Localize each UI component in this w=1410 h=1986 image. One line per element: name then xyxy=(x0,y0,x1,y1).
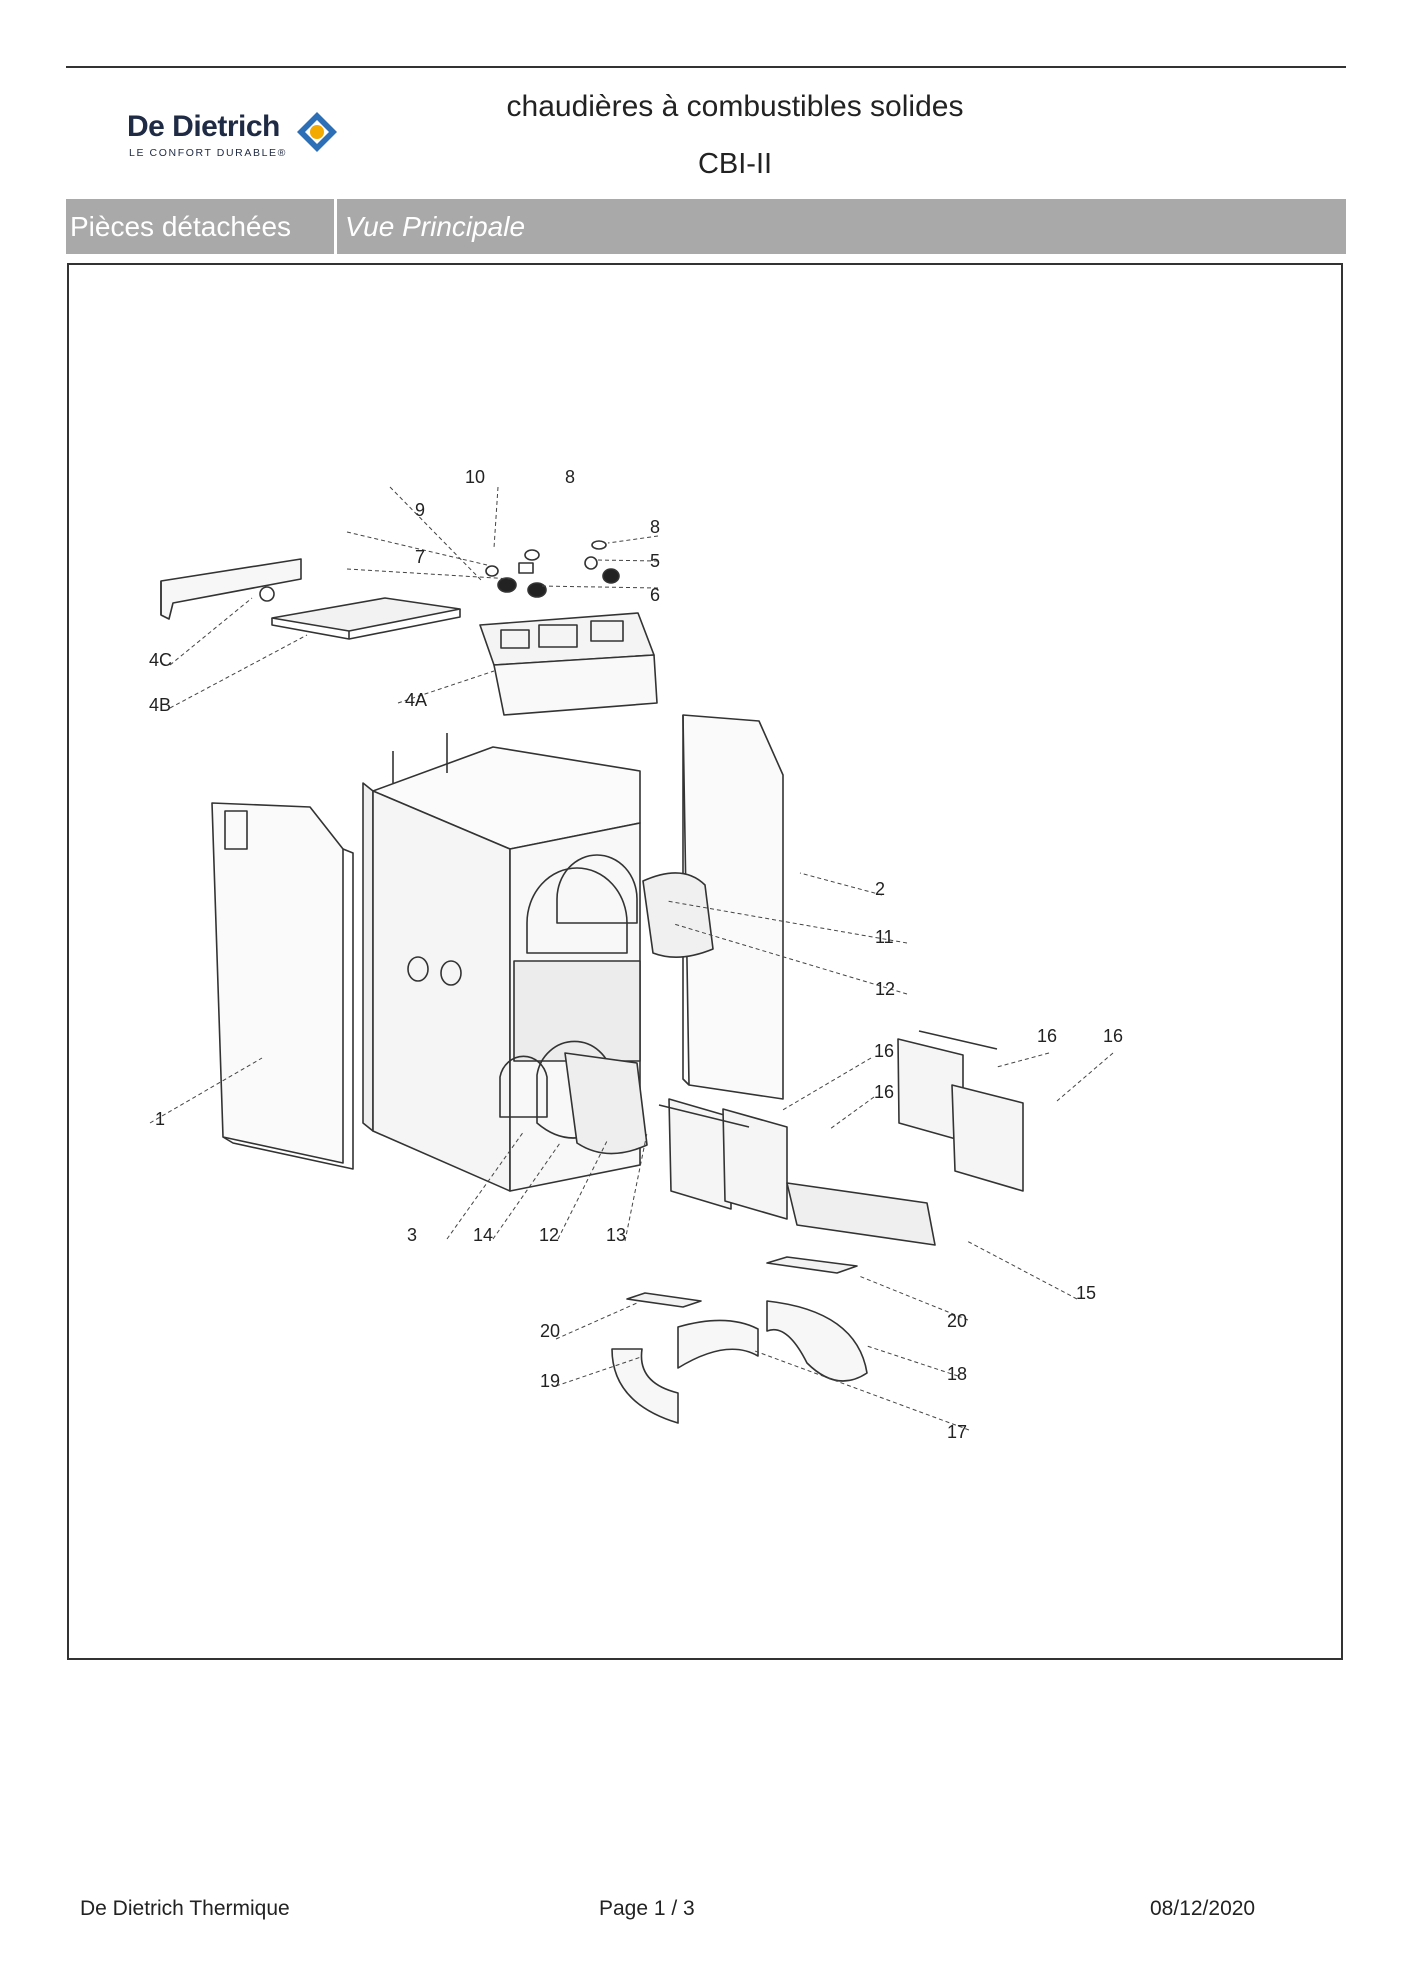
footer-company: De Dietrich Thermique xyxy=(80,1897,290,1920)
callout-9: 9 xyxy=(415,500,425,520)
callout-4c: 4C xyxy=(149,650,172,670)
callout-8: 8 xyxy=(565,467,575,487)
brand-name: De Dietrich xyxy=(127,110,280,143)
brand-logo: De Dietrich LE CONFORT DURABLE® xyxy=(127,110,347,166)
part-1-side-panel xyxy=(211,802,354,1170)
callout-15: 15 xyxy=(1076,1283,1096,1303)
part-2-side-panel xyxy=(682,714,784,1100)
exploded-view-diagram: 10 8 9 8 7 5 6 4C 4B 4A 2 11 12 16 16 16… xyxy=(149,467,1123,1442)
callout-16: 16 xyxy=(874,1041,894,1061)
section-view: Vue Principale xyxy=(345,211,526,242)
callout-12: 12 xyxy=(875,979,895,999)
part-4a-control-panel xyxy=(479,612,658,716)
diagram-frame xyxy=(67,263,1343,1660)
doors-and-gaskets xyxy=(499,854,714,1155)
small-parts-thermostats xyxy=(485,540,620,598)
callout-19: 19 xyxy=(540,1371,560,1391)
callout-6: 6 xyxy=(650,585,660,605)
parts-17-20-bottom-bricks xyxy=(611,1256,868,1424)
section-category: Pièces détachées xyxy=(70,211,292,242)
callout-20: 20 xyxy=(540,1321,560,1341)
part-4c-rear-panel xyxy=(160,558,302,620)
callout-12: 12 xyxy=(539,1225,559,1245)
boiler-body xyxy=(362,733,641,1192)
callout-13: 13 xyxy=(606,1225,626,1245)
part-4b-top-cover xyxy=(271,597,461,640)
callout-20: 20 xyxy=(947,1311,967,1331)
callout-7: 7 xyxy=(415,547,425,567)
callout-1: 1 xyxy=(155,1109,165,1129)
callout-18: 18 xyxy=(947,1364,967,1384)
brand-tagline: LE CONFORT DURABLE® xyxy=(129,147,287,159)
callout-16: 16 xyxy=(874,1082,894,1102)
callout-3: 3 xyxy=(407,1225,417,1245)
callout-16: 16 xyxy=(1037,1026,1057,1046)
model-name: CBI-II xyxy=(697,148,773,180)
top-rule xyxy=(66,66,1346,68)
brand-diamond-icon xyxy=(297,112,337,152)
document-title: chaudières à combustibles solides xyxy=(506,90,964,123)
callout-17: 17 xyxy=(947,1422,967,1442)
parts-15-16-refractory xyxy=(658,1030,1024,1246)
callout-16: 16 xyxy=(1103,1026,1123,1046)
callout-4b: 4B xyxy=(149,695,171,715)
callout-11: 11 xyxy=(875,927,894,947)
callout-10: 10 xyxy=(465,467,485,487)
section-divider xyxy=(334,199,337,254)
footer-page-number: Page 1 / 3 xyxy=(599,1897,695,1920)
footer-date: 08/12/2020 xyxy=(1150,1897,1256,1920)
callout-5: 5 xyxy=(650,551,660,571)
callout-2: 2 xyxy=(875,879,885,899)
callout-14: 14 xyxy=(473,1225,493,1245)
callout-4a: 4A xyxy=(405,690,427,710)
section-bar: Pièces détachées Vue Principale xyxy=(66,199,1346,254)
callout-8: 8 xyxy=(650,517,660,537)
